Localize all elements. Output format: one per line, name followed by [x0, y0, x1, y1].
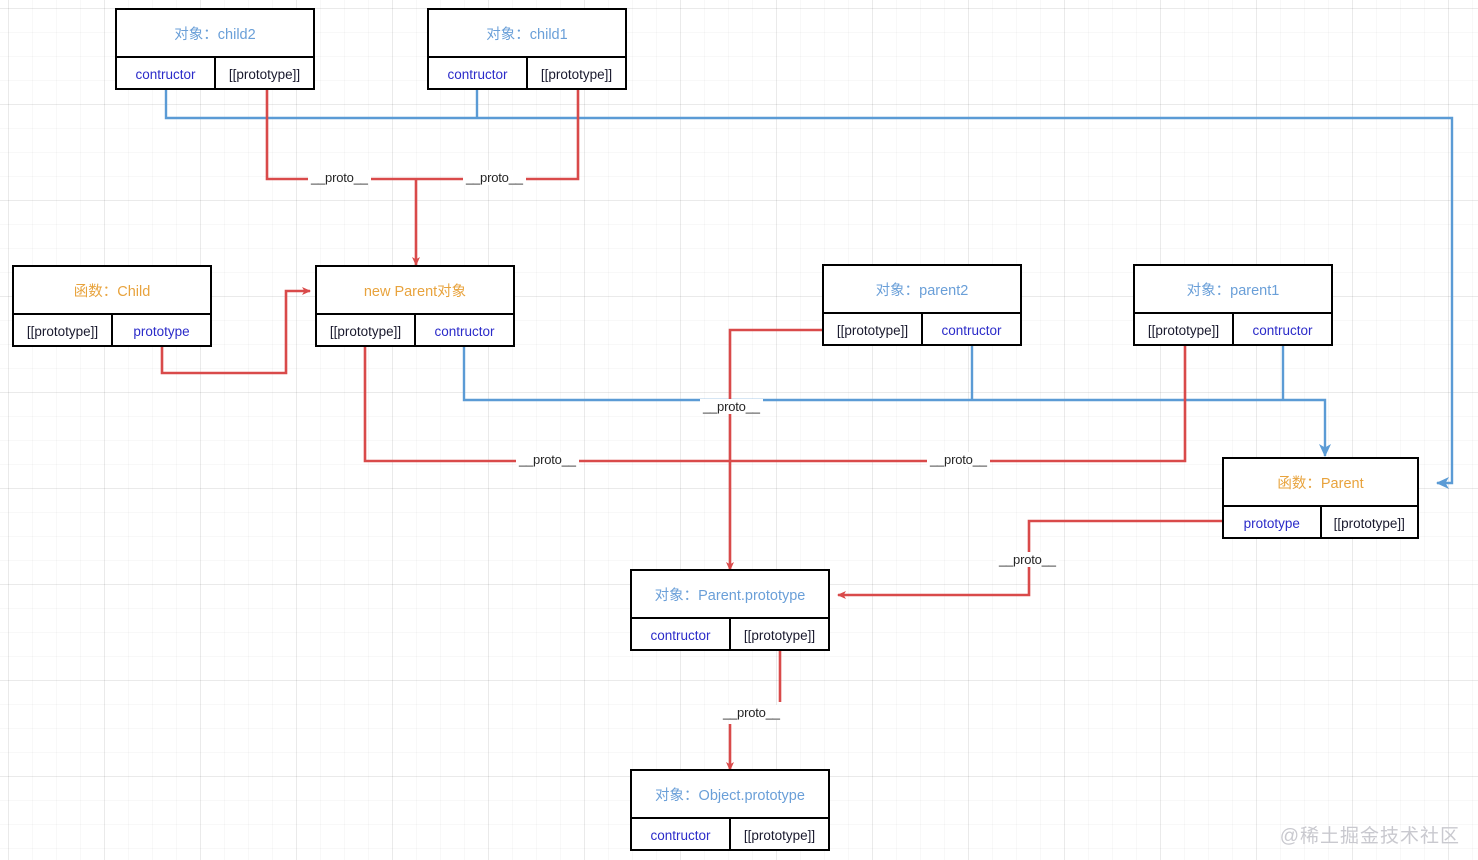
node-fields: contructor [[prototype]] [117, 58, 313, 90]
node-title: 对象：Object.prototype [632, 771, 828, 819]
field-contructor[interactable]: contructor [135, 66, 196, 82]
node-title: new Parent对象 [317, 267, 513, 315]
node-title: 对象：child2 [117, 10, 313, 58]
edge-label-proto-parentfn: __proto__ [996, 552, 1059, 567]
field-prototype-internal[interactable]: [[prototype]] [1319, 507, 1418, 539]
edge-label-proto-child1: __proto__ [463, 170, 526, 185]
field-contructor[interactable]: contructor [650, 627, 711, 643]
field-prototype-internal[interactable]: [[prototype]] [26, 323, 99, 339]
field-contructor[interactable]: contructor [650, 827, 711, 843]
node-new-parent-object[interactable]: new Parent对象 [[prototype]] contructor [315, 265, 515, 347]
node-fields: contructor [[prototype]] [632, 619, 828, 651]
edge-label-proto-objectproto: __proto__ [720, 705, 783, 720]
node-fields: contructor [[prototype]] [632, 819, 828, 851]
node-object-prototype[interactable]: 对象：Object.prototype contructor [[prototy… [630, 769, 830, 851]
node-child-function[interactable]: 函数：Child [[prototype]] prototype [12, 265, 212, 347]
watermark: @稀土掘金技术社区 [1279, 826, 1460, 847]
field-prototype[interactable]: prototype [111, 315, 210, 347]
field-contructor[interactable]: contructor [921, 314, 1020, 346]
edge-label-proto-blue-center: __proto__ [700, 399, 763, 414]
node-title: 对象：parent1 [1135, 266, 1331, 314]
field-contructor[interactable]: contructor [447, 66, 508, 82]
edge-parent2-proto-rail [728, 328, 874, 461]
node-fields: [[prototype]] contructor [317, 315, 513, 347]
edge-label-proto-child2: __proto__ [308, 170, 371, 185]
node-title: 对象：child1 [429, 10, 625, 58]
node-parent2[interactable]: 对象：parent2 [[prototype]] contructor [822, 264, 1022, 346]
field-prototype-internal[interactable]: [[prototype]] [1147, 322, 1220, 338]
field-prototype-internal[interactable]: [[prototype]] [729, 819, 828, 851]
node-parent1[interactable]: 对象：parent1 [[prototype]] contructor [1133, 264, 1333, 346]
edge-label-proto-parent1: __proto__ [927, 452, 990, 467]
node-fields: [[prototype]] contructor [824, 314, 1020, 346]
field-contructor[interactable]: contructor [1232, 314, 1331, 346]
node-fields: contructor [[prototype]] [429, 58, 625, 90]
node-child1[interactable]: 对象：child1 contructor [[prototype]] [427, 8, 627, 90]
node-title: 对象：Parent.prototype [632, 571, 828, 619]
edge-label-proto-newparent: __proto__ [516, 452, 579, 467]
node-child2[interactable]: 对象：child2 contructor [[prototype]] [115, 8, 315, 90]
edge-child1-proto-rail [416, 90, 580, 181]
node-title: 函数：Child [14, 267, 210, 315]
edge-parent1-proto-rail [730, 345, 1187, 463]
field-prototype-internal[interactable]: [[prototype]] [214, 58, 313, 90]
node-fields: [[prototype]] prototype [14, 315, 210, 347]
field-prototype-internal[interactable]: [[prototype]] [729, 619, 828, 651]
node-title: 函数：Parent [1224, 459, 1417, 507]
field-prototype[interactable]: prototype [1243, 515, 1300, 531]
node-title: 对象：parent2 [824, 266, 1020, 314]
field-contructor[interactable]: contructor [414, 315, 513, 347]
field-prototype-internal[interactable]: [[prototype]] [329, 323, 402, 339]
edge-child2-proto-rail [265, 90, 416, 181]
edge-newparent-contructor-to-parent-fn [462, 345, 1331, 457]
node-parent-prototype[interactable]: 对象：Parent.prototype contructor [[prototy… [630, 569, 830, 651]
node-fields: prototype [[prototype]] [1224, 507, 1417, 539]
edge-newparent-proto-rail [363, 345, 730, 463]
field-prototype-internal[interactable]: [[prototype]] [526, 58, 625, 90]
node-fields: [[prototype]] contructor [1135, 314, 1331, 346]
red-edges [160, 90, 1223, 771]
node-parent-function[interactable]: 函数：Parent prototype [[prototype]] [1222, 457, 1419, 539]
field-prototype-internal[interactable]: [[prototype]] [836, 322, 909, 338]
